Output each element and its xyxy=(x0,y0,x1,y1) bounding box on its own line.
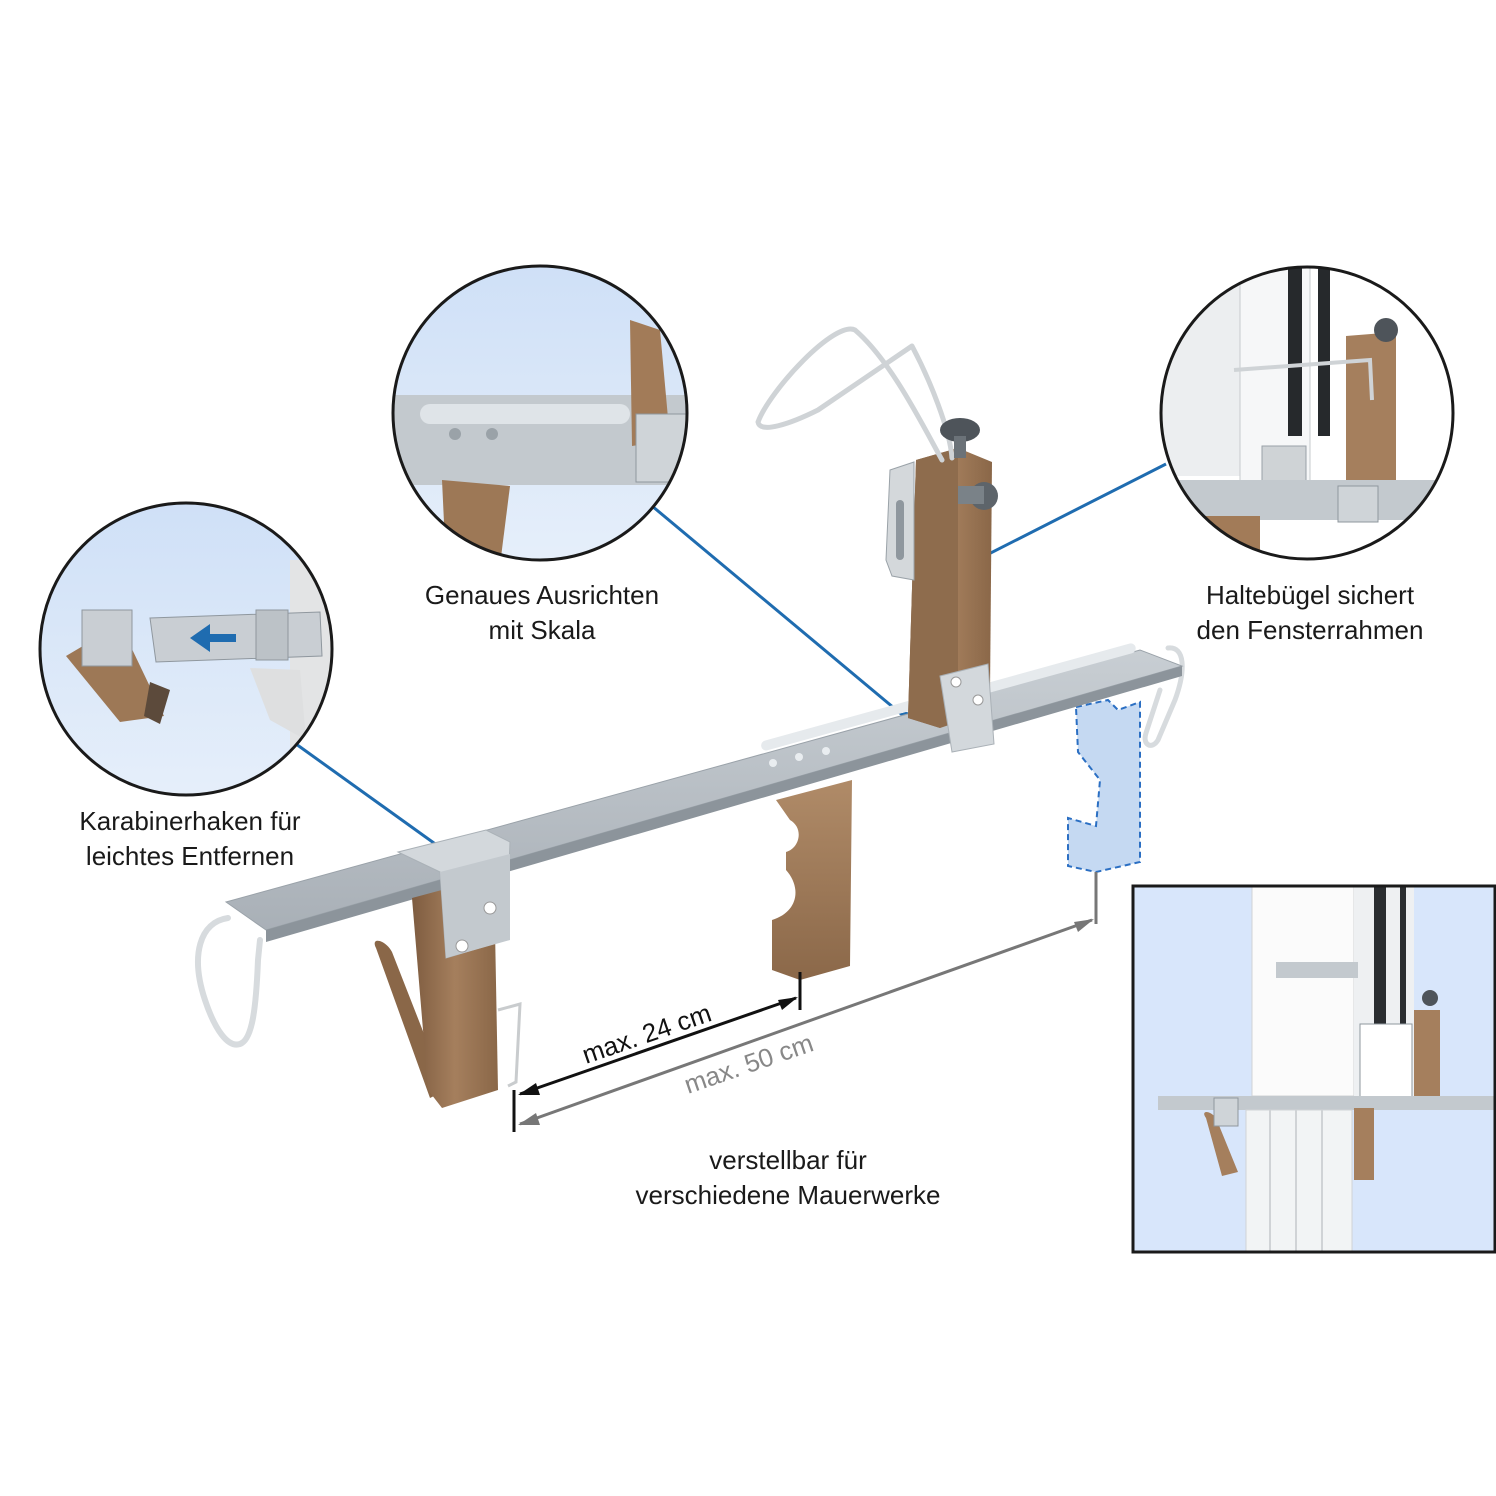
detail-circle-scale xyxy=(391,264,689,562)
label-scale-line-2: mit Skala xyxy=(488,615,596,645)
detail-circle-bracket xyxy=(1159,265,1455,561)
label-bracket-line-2: den Fensterrahmen xyxy=(1196,615,1424,645)
label-carabiner: Karabinerhaken für leichtes Entfernen xyxy=(40,804,340,874)
scale-holes xyxy=(769,747,830,767)
dimension-outer-label: max. 50 cm xyxy=(680,1028,817,1100)
detail-circle-carabiner xyxy=(38,501,334,797)
wood-leg-middle xyxy=(772,780,852,980)
knob-icon xyxy=(940,418,998,510)
callout-line-carabiner xyxy=(295,742,453,858)
label-carabiner-line-1: Karabinerhaken für xyxy=(79,806,301,836)
label-adjustable-line-1: verstellbar für xyxy=(709,1145,867,1175)
holding-bracket xyxy=(755,326,955,463)
label-adjustable-line-2: verschiedene Mauerwerke xyxy=(635,1180,941,1210)
ghost-block-icon xyxy=(1067,698,1141,874)
carabiner-left xyxy=(195,915,263,1048)
scale-marks xyxy=(761,643,1136,751)
label-scale-line-1: Genaues Ausrichten xyxy=(424,580,660,610)
label-scale: Genaues Ausrichten mit Skala xyxy=(392,578,692,648)
label-adjustable: verstellbar für verschiedene Mauerwerke xyxy=(588,1143,988,1213)
callout-line-bracket xyxy=(966,462,1167,567)
label-carabiner-line-2: leichtes Entfernen xyxy=(85,841,295,871)
label-bracket-line-1: Haltebügel sichert xyxy=(1205,580,1415,610)
aluminium-bar xyxy=(224,649,1184,931)
callout-line-scale xyxy=(651,504,907,720)
inset-mounted-view xyxy=(1131,884,1496,1254)
window-sill-tool xyxy=(195,326,1185,1108)
dimension-inner xyxy=(519,996,797,1096)
label-bracket: Haltebügel sichert den Fensterrahmen xyxy=(1160,578,1460,648)
dimension-outer xyxy=(519,918,1093,1126)
arrow-left-icon xyxy=(190,624,236,652)
grip-teeth-icon xyxy=(497,1002,522,1088)
callout-lines xyxy=(295,462,1167,858)
carabiner-right xyxy=(1142,645,1185,748)
